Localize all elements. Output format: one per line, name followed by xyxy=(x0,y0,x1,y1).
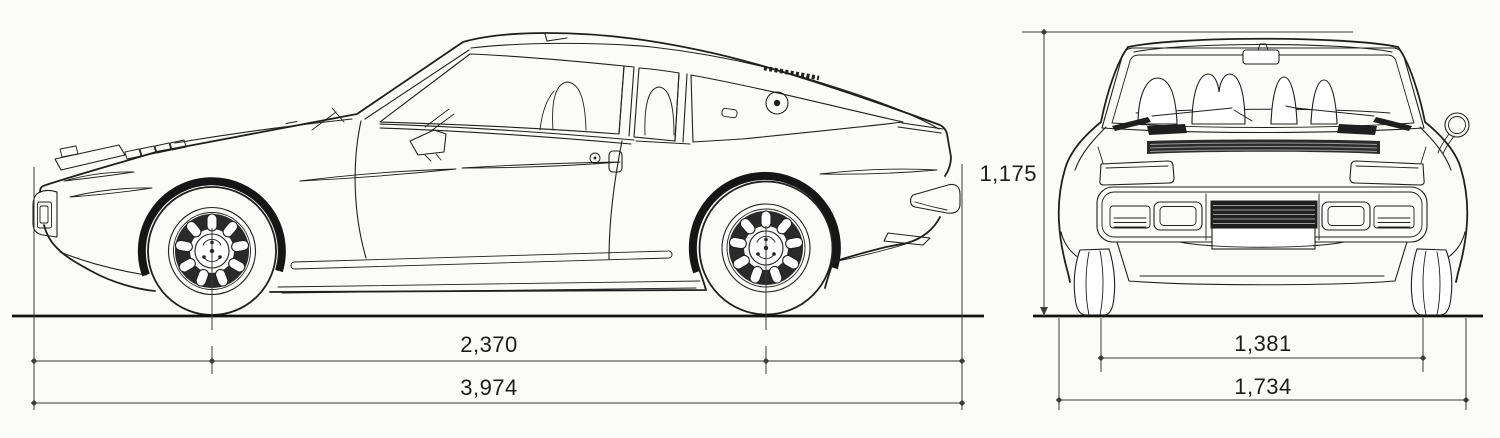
side-body-outline xyxy=(39,32,952,293)
rear-underbody-line xyxy=(837,243,907,262)
overall-width-dimension: 1,734 xyxy=(1055,374,1470,404)
quarter-pillar xyxy=(674,72,688,143)
front-windshield xyxy=(1101,47,1425,134)
side-mirror-right xyxy=(1437,112,1470,155)
roof-seam xyxy=(544,33,568,42)
door-seam-front xyxy=(354,120,367,259)
rocker-trim xyxy=(290,250,673,270)
rear-wheel-spokes xyxy=(728,210,804,284)
sill-lines xyxy=(277,280,701,294)
overall-length-dimension-label: 3,974 xyxy=(460,375,518,400)
side-marker-right xyxy=(1373,205,1415,229)
quarter-window-rear xyxy=(690,74,904,143)
front-view-tires xyxy=(1073,248,1453,316)
wheelbase-dimension: 2,370 xyxy=(30,332,966,365)
roof-drip-rail xyxy=(470,42,940,130)
c-pillar-vent-dots xyxy=(763,65,820,81)
quarter-window-front xyxy=(633,67,680,142)
front-wipers xyxy=(1112,105,1412,131)
headlight-cover xyxy=(54,144,126,171)
front-wheel-arch xyxy=(137,177,286,277)
door-mirror xyxy=(409,129,447,162)
hood-side-vents xyxy=(1099,160,1425,186)
extension-lines-front xyxy=(1058,318,1467,410)
door-lock xyxy=(589,152,601,164)
headlamp-left xyxy=(1153,201,1203,231)
body-crease-lines xyxy=(63,161,938,198)
rear-bumper xyxy=(910,183,961,214)
hood-creases xyxy=(1097,146,1427,164)
hood-vent-band xyxy=(1147,139,1380,154)
dimension-annotations: 2,370 3,974 1,175 1,381 1,734 xyxy=(30,28,1470,410)
rear-wheel-arch xyxy=(688,171,841,274)
overall-width-dimension-label: 1,734 xyxy=(1234,374,1292,399)
overall-height-dimension: 1,175 xyxy=(979,28,1353,316)
overall-length-dimension: 3,974 xyxy=(30,375,966,407)
side-wiper xyxy=(311,107,345,131)
headlamp-right xyxy=(1321,201,1371,231)
cowl-vent-ticks xyxy=(282,121,298,129)
hood-louvers xyxy=(124,139,187,160)
cowl-vents xyxy=(1147,124,1377,135)
front-lower-body xyxy=(1116,241,1408,286)
headrests xyxy=(1137,73,1338,125)
side-marker-left xyxy=(1109,205,1151,229)
front-body-sides xyxy=(1057,46,1469,283)
hood-inner-line xyxy=(174,118,353,144)
track-dimension: 1,381 xyxy=(1097,331,1427,362)
rear-valance xyxy=(883,232,931,246)
rearview-mirror xyxy=(1242,43,1280,65)
front-wheel-spokes xyxy=(174,213,250,287)
license-plate xyxy=(1211,227,1316,250)
front-air-dam-crease xyxy=(59,251,147,276)
track-dimension-label: 1,381 xyxy=(1234,331,1292,356)
window-latch xyxy=(721,108,738,119)
steering-wheel xyxy=(424,108,455,132)
front-roof xyxy=(1127,37,1399,48)
overall-height-dimension-label: 1,175 xyxy=(979,161,1037,186)
front-view xyxy=(1033,37,1483,318)
front-fascia xyxy=(1096,186,1428,250)
door-handle xyxy=(608,150,623,173)
a-pillar-inner-line xyxy=(364,49,470,120)
door-window xyxy=(379,53,625,135)
driver-seat xyxy=(539,81,587,131)
door-seam-rear xyxy=(608,140,623,260)
center-grille xyxy=(1210,200,1318,229)
fuel-filler-emblem xyxy=(765,91,789,115)
b-pillar xyxy=(618,65,635,137)
side-view xyxy=(12,32,984,318)
beltline xyxy=(379,122,944,145)
front-wheel xyxy=(147,186,277,316)
wheelbase-dimension-label: 2,370 xyxy=(460,332,518,357)
passenger-headrest xyxy=(644,86,675,136)
